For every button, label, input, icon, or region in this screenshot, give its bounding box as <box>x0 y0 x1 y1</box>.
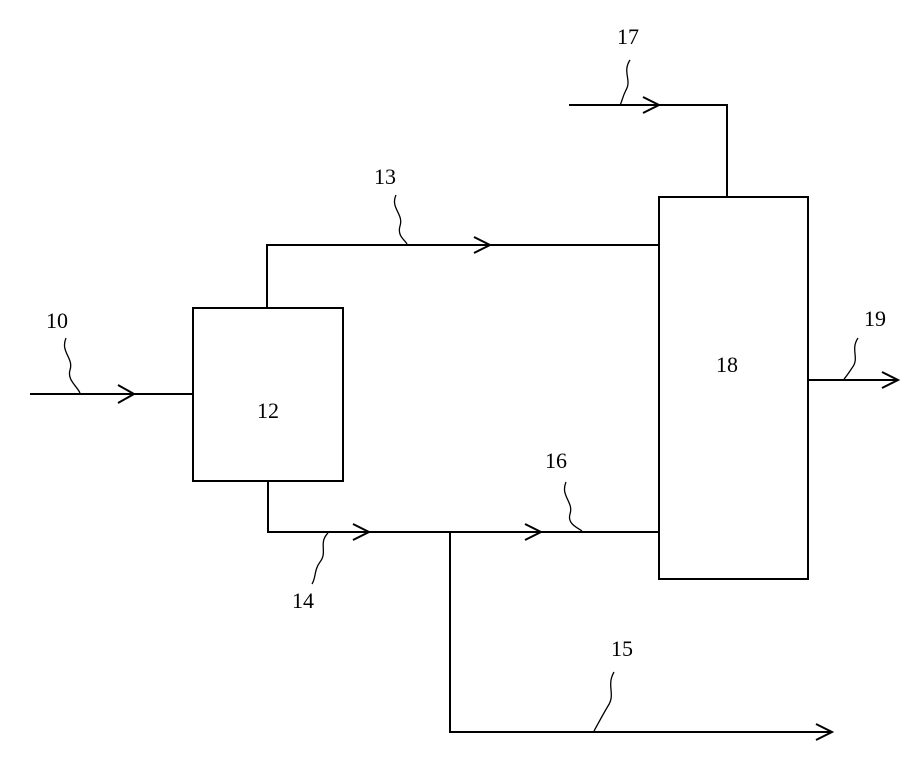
stream-17: 17 <box>570 24 727 197</box>
unit-12: 12 <box>193 308 343 481</box>
stream-14: 14 <box>268 481 450 613</box>
label-stream-16: 16 <box>545 448 567 473</box>
leader-stream-15 <box>594 672 614 731</box>
stream-13: 13 <box>267 164 659 308</box>
unit-12-box <box>193 308 343 481</box>
unit-18: 18 <box>659 197 808 579</box>
leader-stream-17 <box>620 60 630 105</box>
label-stream-15: 15 <box>611 636 633 661</box>
stream-19: 19 <box>808 306 898 388</box>
leader-stream-14 <box>312 533 328 584</box>
label-stream-19: 19 <box>864 306 886 331</box>
label-unit-18: 18 <box>716 352 738 377</box>
unit-18-box <box>659 197 808 579</box>
label-unit-12: 12 <box>257 398 279 423</box>
leader-stream-10 <box>64 338 80 393</box>
label-stream-13: 13 <box>374 164 396 189</box>
label-stream-17: 17 <box>617 24 639 49</box>
leader-stream-19 <box>844 338 858 379</box>
stream-10: 10 <box>31 308 193 403</box>
label-stream-14: 14 <box>292 588 314 613</box>
leader-stream-13 <box>394 195 407 244</box>
label-stream-10: 10 <box>46 308 68 333</box>
leader-stream-16 <box>564 482 582 531</box>
stream-16: 16 <box>450 448 659 540</box>
